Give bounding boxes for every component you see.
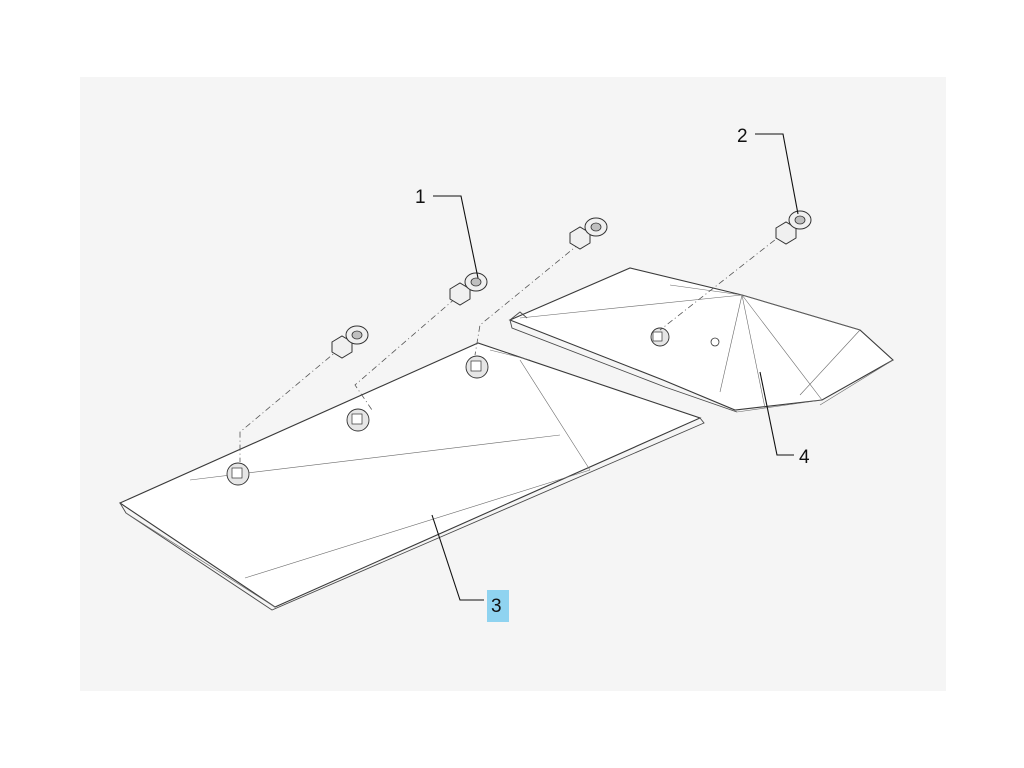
part-4-tip[interactable] [508, 267, 894, 413]
bolt-1c[interactable] [569, 217, 608, 250]
callout-2[interactable]: 2 [737, 126, 748, 147]
assembly-center-lines [239, 231, 786, 462]
part-3-plate[interactable] [118, 342, 705, 611]
callout-1[interactable]: 1 [415, 187, 426, 208]
callout-3[interactable]: 3 [491, 596, 502, 617]
leader-lines [431, 133, 799, 601]
bolt-2[interactable] [775, 210, 812, 245]
plate-bolt-seats [226, 355, 489, 486]
callout-4[interactable]: 4 [799, 447, 810, 468]
bolt-1a[interactable] [331, 325, 369, 359]
callout-3-highlight [487, 590, 509, 622]
bolt-1b[interactable] [449, 272, 488, 306]
